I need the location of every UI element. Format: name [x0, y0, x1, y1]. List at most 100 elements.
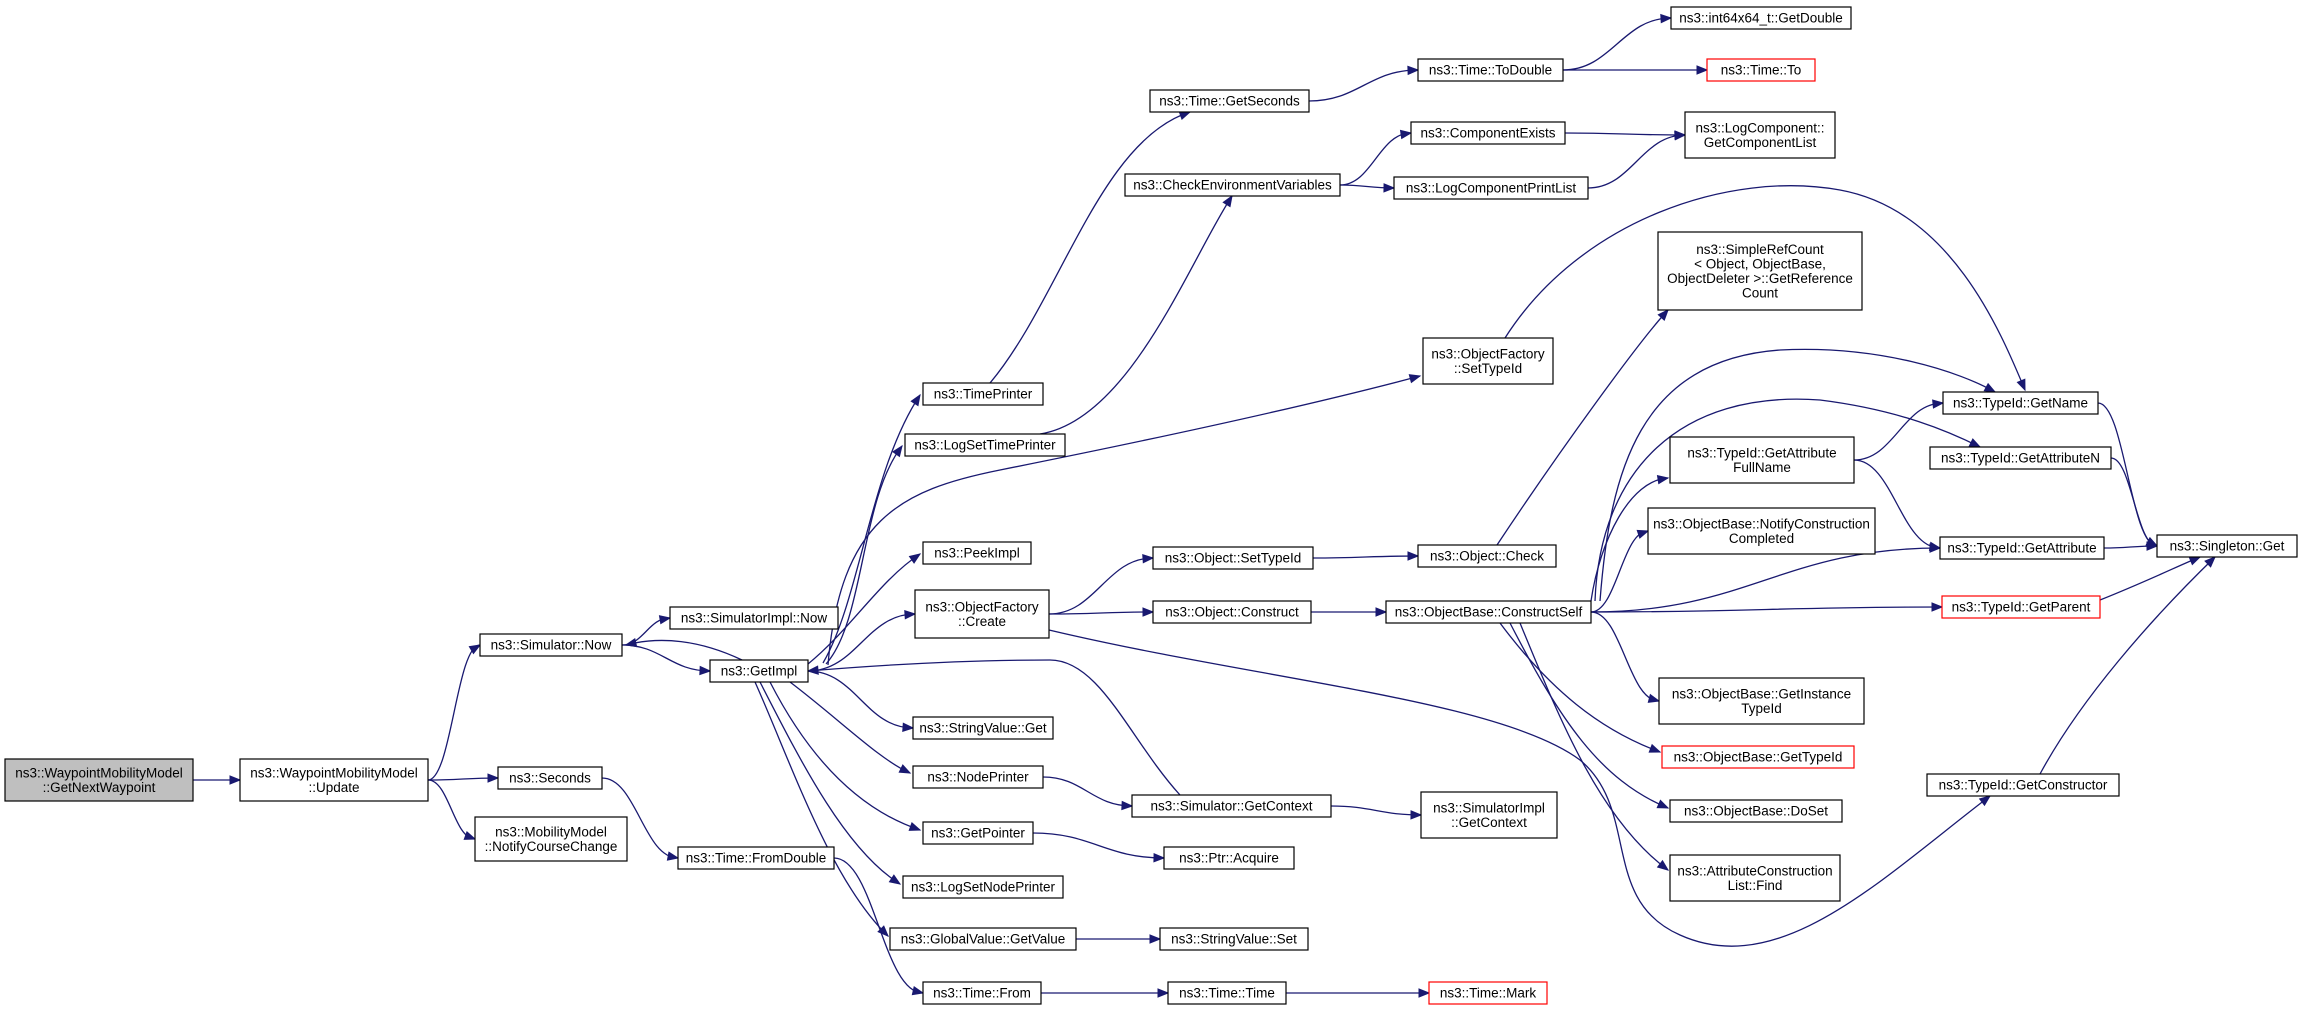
node-getattributen-label-line-0: ns3::TypeId::GetAttributeN: [1941, 451, 2100, 466]
node-notifyconstruction[interactable]: ns3::ObjectBase::NotifyConstructionCompl…: [1647, 507, 1876, 555]
edge-checkenv-to-compexists-arrowhead: [1399, 129, 1413, 140]
node-getseconds-box: [1149, 89, 1310, 113]
node-logsettimeprinter[interactable]: ns3::LogSetTimePrinter: [904, 433, 1066, 457]
node-singletonget-box: [2156, 534, 2298, 558]
edge-seconds-to-fromdouble: [601, 777, 679, 859]
node-root[interactable]: ns3::WaypointMobilityModel::GetNextWaypo…: [4, 758, 194, 802]
node-getseconds-label-line-0: ns3::Time::GetSeconds: [1159, 94, 1300, 109]
node-nodeprinter-label-line-0: ns3::NodePrinter: [927, 770, 1029, 785]
node-notifyconstruction-box: [1647, 507, 1876, 555]
node-objconstruct[interactable]: ns3::Object::Construct: [1152, 600, 1312, 624]
edge-objsettypeid-to-objcheck-arrowhead: [1407, 551, 1420, 561]
edge-fromdouble-to-timefrom: [833, 857, 924, 994]
node-getpointer[interactable]: ns3::GetPointer: [922, 821, 1034, 845]
node-obgettypeid[interactable]: ns3::ObjectBase::GetTypeId: [1661, 745, 1855, 769]
node-objsettypeid[interactable]: ns3::Object::SetTypeId: [1152, 546, 1314, 570]
node-gvgetvalue[interactable]: ns3::GlobalValue::GetValue: [889, 927, 1077, 951]
node-logcompprint-box: [1393, 176, 1589, 200]
edge-update-to-simnow-arrowhead: [468, 644, 482, 655]
node-constructself[interactable]: ns3::ObjectBase::ConstructSelf: [1385, 600, 1592, 624]
node-getattribute[interactable]: ns3::TypeId::GetAttribute: [1939, 536, 2105, 560]
edge-nodeprinter-to-simgetcontext: [1042, 776, 1133, 807]
edge-getimpl-to-nodeprinter: [789, 681, 911, 774]
node-peekimpl[interactable]: ns3::PeekImpl: [922, 541, 1032, 565]
node-timeprinter[interactable]: ns3::TimePrinter: [922, 382, 1044, 406]
node-update[interactable]: ns3::WaypointMobilityModel::Update: [239, 758, 429, 802]
node-svset[interactable]: ns3::StringValue::Set: [1159, 927, 1309, 951]
node-simimplnow[interactable]: ns3::SimulatorImpl::Now: [669, 606, 839, 630]
node-nodeprinter-box: [912, 765, 1044, 789]
node-todouble-label-line-0: ns3::Time::ToDouble: [1429, 63, 1552, 78]
node-timefrom[interactable]: ns3::Time::From: [922, 981, 1042, 1005]
node-simnow-box: [479, 633, 623, 657]
node-todouble[interactable]: ns3::Time::ToDouble: [1417, 58, 1564, 82]
node-timetime[interactable]: ns3::Time::Time: [1167, 981, 1287, 1005]
node-doset[interactable]: ns3::ObjectBase::DoSet: [1669, 799, 1843, 823]
node-nodeprinter[interactable]: ns3::NodePrinter: [912, 765, 1044, 789]
node-svget[interactable]: ns3::StringValue::Get: [912, 716, 1054, 740]
edge-constructself-to-obgettypeid: [1499, 622, 1661, 753]
node-logcompprint[interactable]: ns3::LogComponentPrintList: [1393, 176, 1589, 200]
node-logsettimeprinter-label-line-0: ns3::LogSetTimePrinter: [914, 438, 1056, 453]
node-checkenv[interactable]: ns3::CheckEnvironmentVariables: [1124, 173, 1341, 197]
node-checkenv-label-line-0: ns3::CheckEnvironmentVariables: [1133, 178, 1332, 193]
node-getname-box: [1942, 391, 2099, 415]
node-ofcreate[interactable]: ns3::ObjectFactory::Create: [914, 589, 1050, 639]
node-fromdouble[interactable]: ns3::Time::FromDouble: [677, 846, 835, 870]
node-timeto[interactable]: ns3::Time::To: [1706, 58, 1816, 82]
node-int64getdouble[interactable]: ns3::int64x64_t::GetDouble: [1670, 6, 1852, 30]
node-simnow-label-line-0: ns3::Simulator::Now: [491, 638, 612, 653]
node-simnow[interactable]: ns3::Simulator::Now: [479, 633, 623, 657]
edge-getimpl-to-simnow: [625, 639, 743, 661]
edge-getimpl-to-timeprinter-arrowhead: [910, 393, 921, 407]
edge-getimpl-to-gvgetvalue-arrowhead: [877, 925, 889, 937]
node-getcomplist[interactable]: ns3::LogComponent::GetComponentList: [1684, 111, 1836, 159]
node-getconstructor-label-line-0: ns3::TypeId::GetConstructor: [1939, 778, 2108, 793]
node-simgetcontext[interactable]: ns3::Simulator::GetContext: [1131, 794, 1332, 818]
node-singletonget[interactable]: ns3::Singleton::Get: [2156, 534, 2298, 558]
node-logsettimeprinter-box: [904, 433, 1066, 457]
node-getparent[interactable]: ns3::TypeId::GetParent: [1941, 595, 2101, 619]
node-notify-label-line-0: ns3::MobilityModel: [495, 824, 607, 839]
node-getseconds[interactable]: ns3::Time::GetSeconds: [1149, 89, 1310, 113]
edge-todouble-to-int64getdouble-arrowhead: [1660, 13, 1673, 24]
node-logsetnodeprinter[interactable]: ns3::LogSetNodePrinter: [902, 875, 1064, 899]
edge-getimpl-to-nodeprinter-arrowhead: [898, 764, 912, 774]
node-timemark[interactable]: ns3::Time::Mark: [1428, 981, 1548, 1005]
node-getattributen[interactable]: ns3::TypeId::GetAttributeN: [1929, 446, 2112, 470]
node-notify[interactable]: ns3::MobilityModel::NotifyCourseChange: [474, 816, 628, 862]
node-simplerefcount[interactable]: ns3::SimpleRefCount< Object, ObjectBase,…: [1657, 231, 1863, 311]
node-peekimpl-label-line-0: ns3::PeekImpl: [934, 546, 1020, 561]
node-constructself-label-line-0: ns3::ObjectBase::ConstructSelf: [1395, 605, 1583, 620]
node-ptracquire[interactable]: ns3::Ptr::Acquire: [1163, 846, 1295, 870]
node-getconstructor[interactable]: ns3::TypeId::GetConstructor: [1926, 773, 2120, 797]
edge-constructself-to-doset-arrowhead: [1656, 799, 1670, 809]
node-getparent-label-line-0: ns3::TypeId::GetParent: [1952, 600, 2091, 615]
node-ofcreate-label-line-0: ns3::ObjectFactory: [925, 599, 1039, 614]
node-getpointer-label-line-0: ns3::GetPointer: [931, 826, 1025, 841]
node-objcheck[interactable]: ns3::Object::Check: [1417, 544, 1557, 568]
node-getimpl-label-line-0: ns3::GetImpl: [721, 664, 798, 679]
node-simimplgetctx-label-line-0: ns3::SimulatorImpl: [1433, 800, 1545, 815]
edge-timetime-to-timemark-arrowhead: [1418, 988, 1431, 998]
node-getname[interactable]: ns3::TypeId::GetName: [1942, 391, 2099, 415]
node-notify-box: [474, 816, 628, 862]
node-objconstruct-label-line-0: ns3::Object::Construct: [1165, 605, 1299, 620]
node-gvgetvalue-box: [889, 927, 1077, 951]
node-getimpl[interactable]: ns3::GetImpl: [709, 659, 809, 683]
edge-simnow-to-getimpl-arrowhead: [699, 665, 712, 676]
node-seconds[interactable]: ns3::Seconds: [497, 766, 603, 790]
edge-timeprinter-to-getseconds: [989, 111, 1191, 384]
edge-getimpl-to-ofcreate-arrowhead: [904, 609, 917, 620]
edge-constructself-to-getinstancetypeid-arrowhead: [1647, 693, 1661, 703]
edge-getattributen-to-singletonget: [2110, 457, 2158, 547]
node-ofsettypeid[interactable]: ns3::ObjectFactory::SetTypeId: [1422, 337, 1554, 385]
node-simimplgetctx[interactable]: ns3::SimulatorImpl::GetContext: [1420, 791, 1558, 839]
node-update-label-line-1: ::Update: [308, 780, 359, 795]
edge-objcheck-to-simplerefcount: [1496, 309, 1669, 546]
edge-getimpl-to-ofcreate: [807, 613, 916, 672]
node-compexists[interactable]: ns3::ComponentExists: [1410, 121, 1566, 145]
